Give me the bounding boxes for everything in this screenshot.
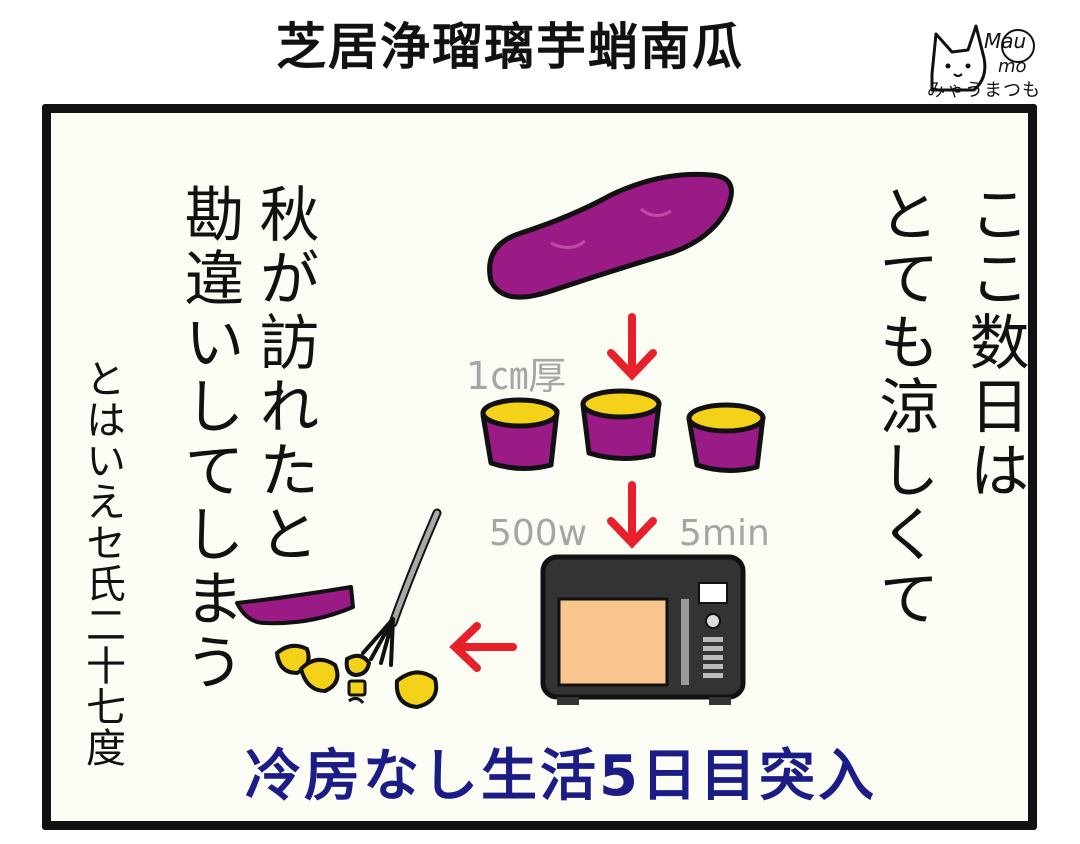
narration-left-col-2: 勘違いしてしまう [174, 183, 244, 695]
arrow-down-icon [607, 313, 657, 381]
microwave-icon [540, 554, 746, 705]
narration-left-col-1: 秋が訪れたと [249, 183, 319, 567]
comic-panel: ここ数日は とても涼しくて 秋が訪れたと 勘違いしてしまう とはいえセ氏二十七度… [42, 104, 1037, 830]
svg-text:mo: mo [998, 56, 1027, 77]
potato-slices-icon [480, 388, 766, 473]
slice-thickness-label: 1㎝厚 [466, 354, 567, 398]
page-title: 芝居浄瑠璃芋蛸南瓜 [276, 18, 744, 76]
panel-caption: 冷房なし生活5日目突入 [245, 744, 877, 809]
narration-temperature: とはいえセ氏二十七度 [79, 358, 125, 768]
svg-text:Mau: Mau [984, 29, 1026, 53]
microwave-power-label: 500w [489, 513, 588, 554]
eaten-potato-icon [235, 585, 439, 710]
cat-logo-icon: Mau mo [930, 24, 1035, 92]
narration-right-col-2: とても涼しくて [869, 183, 939, 631]
sweet-potato-icon [487, 171, 734, 300]
arrow-left-icon [449, 622, 517, 672]
fork-icon [361, 508, 442, 667]
narration-right-col-1: ここ数日は [959, 183, 1029, 503]
panel-illustration [235, 171, 766, 710]
logo-name: みゃうまつも [927, 80, 1041, 101]
arrow-down-icon [607, 481, 657, 549]
microwave-time-label: 5min [679, 513, 770, 554]
